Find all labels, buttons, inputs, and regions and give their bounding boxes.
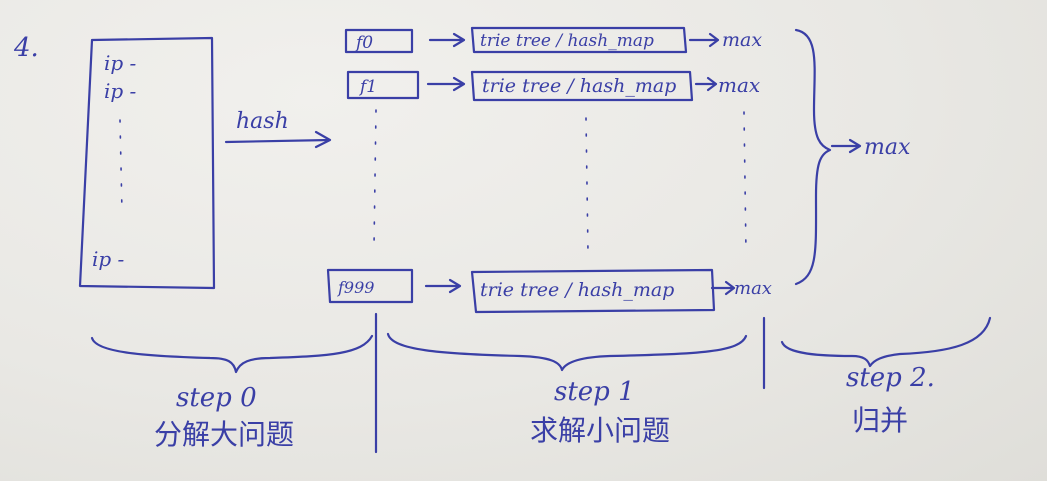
step2-label: step 2. xyxy=(846,363,935,393)
arrow-to-final-max xyxy=(830,138,862,154)
arrow-f1-to-max xyxy=(694,76,718,92)
brace-step0 xyxy=(90,334,374,374)
structure-box-f0 xyxy=(470,26,688,54)
input-row-last: ip - xyxy=(92,247,125,271)
file-name-f1: f1 xyxy=(358,77,377,97)
arrow-f999-to-max xyxy=(710,280,736,296)
structure-box-f999 xyxy=(470,268,716,314)
file-box-f0 xyxy=(344,28,414,54)
file-box-f1 xyxy=(346,70,420,100)
hash-arrow xyxy=(224,130,332,149)
arrow-f0-to-max xyxy=(688,32,720,48)
file-box-f999 xyxy=(326,268,414,304)
brace-step2 xyxy=(780,316,992,368)
result-max-f0: max xyxy=(722,29,762,51)
brace-step1 xyxy=(386,332,748,372)
input-row-first: ip - xyxy=(104,51,137,75)
input-rows-continuation xyxy=(119,119,123,213)
arrow-f1-to-structure xyxy=(426,76,466,92)
file-name-f999: f999 xyxy=(337,278,374,297)
input-file-box xyxy=(78,36,216,290)
step1-label: step 1 xyxy=(554,377,635,407)
structure-label-f999: trie tree / hash_map xyxy=(480,279,674,301)
step0-label: step 0 xyxy=(176,383,257,413)
arrow-f999-to-structure xyxy=(424,278,462,294)
step1-caption: 求解小问题 xyxy=(530,414,670,447)
merge-brace xyxy=(794,28,832,286)
result-max-f999: max xyxy=(734,278,772,299)
final-result-max: max xyxy=(864,135,911,160)
results-continuation xyxy=(743,111,747,253)
hash-label: hash xyxy=(236,109,289,134)
arrow-f0-to-structure xyxy=(428,32,466,48)
structure-label-f0: trie tree / hash_map xyxy=(480,31,654,51)
result-max-f1: max xyxy=(718,73,760,97)
input-row-second: ip - xyxy=(104,79,137,103)
file-name-f0: f0 xyxy=(354,33,373,53)
item-number: 4. xyxy=(13,33,39,63)
files-continuation xyxy=(373,109,377,247)
step2-caption: 归并 xyxy=(852,404,908,437)
structures-continuation xyxy=(585,117,589,253)
structure-box-f1 xyxy=(470,70,694,102)
step0-caption: 分解大问题 xyxy=(154,418,294,451)
structure-label-f1: trie tree / hash_map xyxy=(482,75,676,97)
